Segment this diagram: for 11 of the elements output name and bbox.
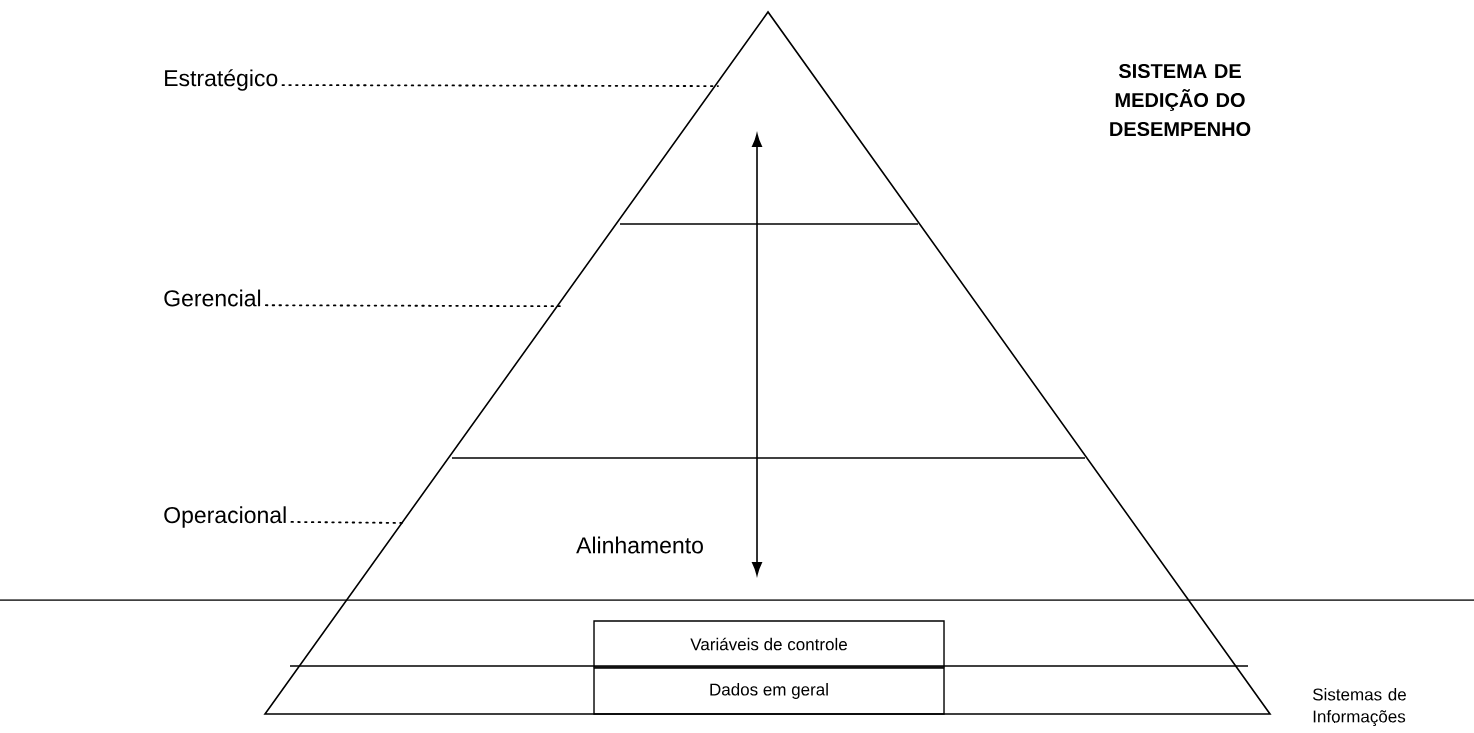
table-cell: Variáveis de controle <box>593 620 945 668</box>
level-label: Gerencial <box>164 289 261 307</box>
level-label: Operacional <box>164 506 286 528</box>
text-label: Sistemas de Informações <box>1313 688 1406 726</box>
leader-line <box>264 304 563 308</box>
leader-line <box>281 84 719 87</box>
level-label: Estratégico <box>165 69 278 91</box>
text-label: Alinhamento <box>576 536 703 554</box>
table-cell: Dados em geral <box>593 667 945 715</box>
leader-line <box>290 521 404 524</box>
title: SISTEMA DE MEDIÇÃO DO DESEMPENHO <box>1110 63 1251 137</box>
